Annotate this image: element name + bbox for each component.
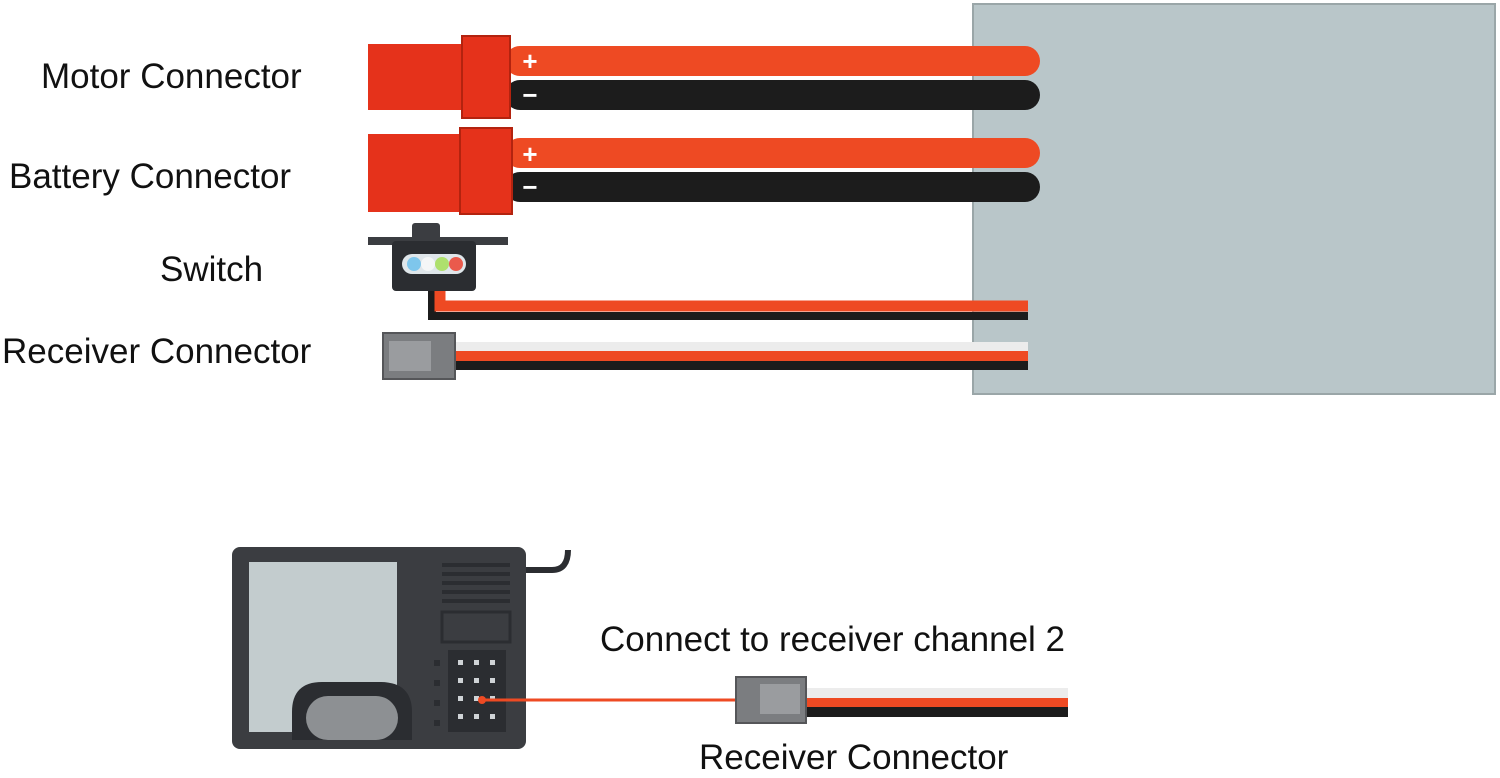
receiver-connector-plug-highlight [389, 341, 431, 371]
motor-negative-sign: − [522, 80, 537, 110]
bottom-receiver-wire-white [806, 688, 1068, 698]
bottom-receiver-connector-label: Receiver Connector [699, 738, 1009, 777]
switch-group [368, 223, 1028, 320]
receiver-channel-mark-2 [434, 680, 440, 686]
switch-led-blue [407, 257, 421, 271]
switch-wire-red [434, 288, 1028, 312]
receiver-antenna [520, 549, 571, 573]
receiver-pin-r3-c1 [458, 696, 463, 701]
connect-to-channel-2-label: Connect to receiver channel 2 [600, 620, 1065, 659]
switch-led-red [449, 257, 463, 271]
receiver-vent-3 [442, 581, 510, 585]
motor-connector-plug [368, 44, 464, 110]
switch-wire-black [428, 288, 1028, 320]
bottom-receiver-connector-group [482, 676, 1068, 724]
receiver-connector-label: Receiver Connector [2, 332, 312, 371]
bottom-receiver-wire-black [806, 707, 1068, 717]
switch-lever [412, 223, 440, 241]
receiver-unit [232, 547, 571, 749]
receiver-pin-r2-c3 [490, 678, 495, 683]
bottom-receiver-wire-red [806, 698, 1068, 707]
motor-positive-sign: + [522, 46, 537, 76]
battery-connector-sleeve [459, 127, 513, 215]
bottom-receiver-connector-plug-highlight [760, 684, 800, 714]
receiver-pin-r1-c1 [458, 660, 463, 665]
receiver-connector-group [382, 332, 1028, 380]
receiver-vent-4 [442, 590, 510, 594]
battery-connector-group: + − [368, 127, 1040, 215]
battery-positive-sign: + [522, 139, 537, 169]
battery-wire-negative [505, 172, 1040, 202]
battery-negative-sign: − [522, 172, 537, 202]
receiver-wire-white [455, 342, 1028, 351]
receiver-pin-r1-c3 [490, 660, 495, 665]
receiver-pin-grid [458, 660, 495, 719]
motor-connector-sleeve [461, 35, 511, 119]
motor-wire-negative [505, 80, 1040, 110]
receiver-pin-r2-c2 [474, 678, 479, 683]
receiver-pin-r4-c3 [490, 714, 495, 719]
receiver-vent-2 [442, 572, 510, 576]
battery-connector-label: Battery Connector [9, 157, 292, 196]
receiver-vent-1 [442, 563, 510, 567]
receiver-port-block [440, 610, 512, 644]
receiver-channel-mark-4 [434, 720, 440, 726]
motor-connector-group: + − [368, 35, 1040, 119]
receiver-pin-r2-c1 [458, 678, 463, 683]
motor-wire-positive [505, 46, 1040, 76]
switch-led-green [435, 257, 449, 271]
receiver-channel-mark-1 [434, 660, 440, 666]
receiver-pin-r4-c2 [474, 714, 479, 719]
receiver-pin-r1-c2 [474, 660, 479, 665]
receiver-bind-button [306, 696, 398, 740]
receiver-channel-mark-3 [434, 700, 440, 706]
receiver-pin-r4-c1 [458, 714, 463, 719]
switch-label: Switch [160, 250, 264, 289]
motor-connector-label: Motor Connector [41, 57, 302, 96]
receiver-pin-r3-c2 [474, 696, 479, 701]
esc-body [972, 3, 1496, 395]
switch-led-white [421, 257, 435, 271]
battery-connector-plug [368, 134, 464, 212]
receiver-wire-black [455, 361, 1028, 370]
receiver-vent-5 [442, 599, 510, 603]
receiver-wire-red [455, 351, 1028, 361]
battery-wire-positive [505, 138, 1040, 168]
